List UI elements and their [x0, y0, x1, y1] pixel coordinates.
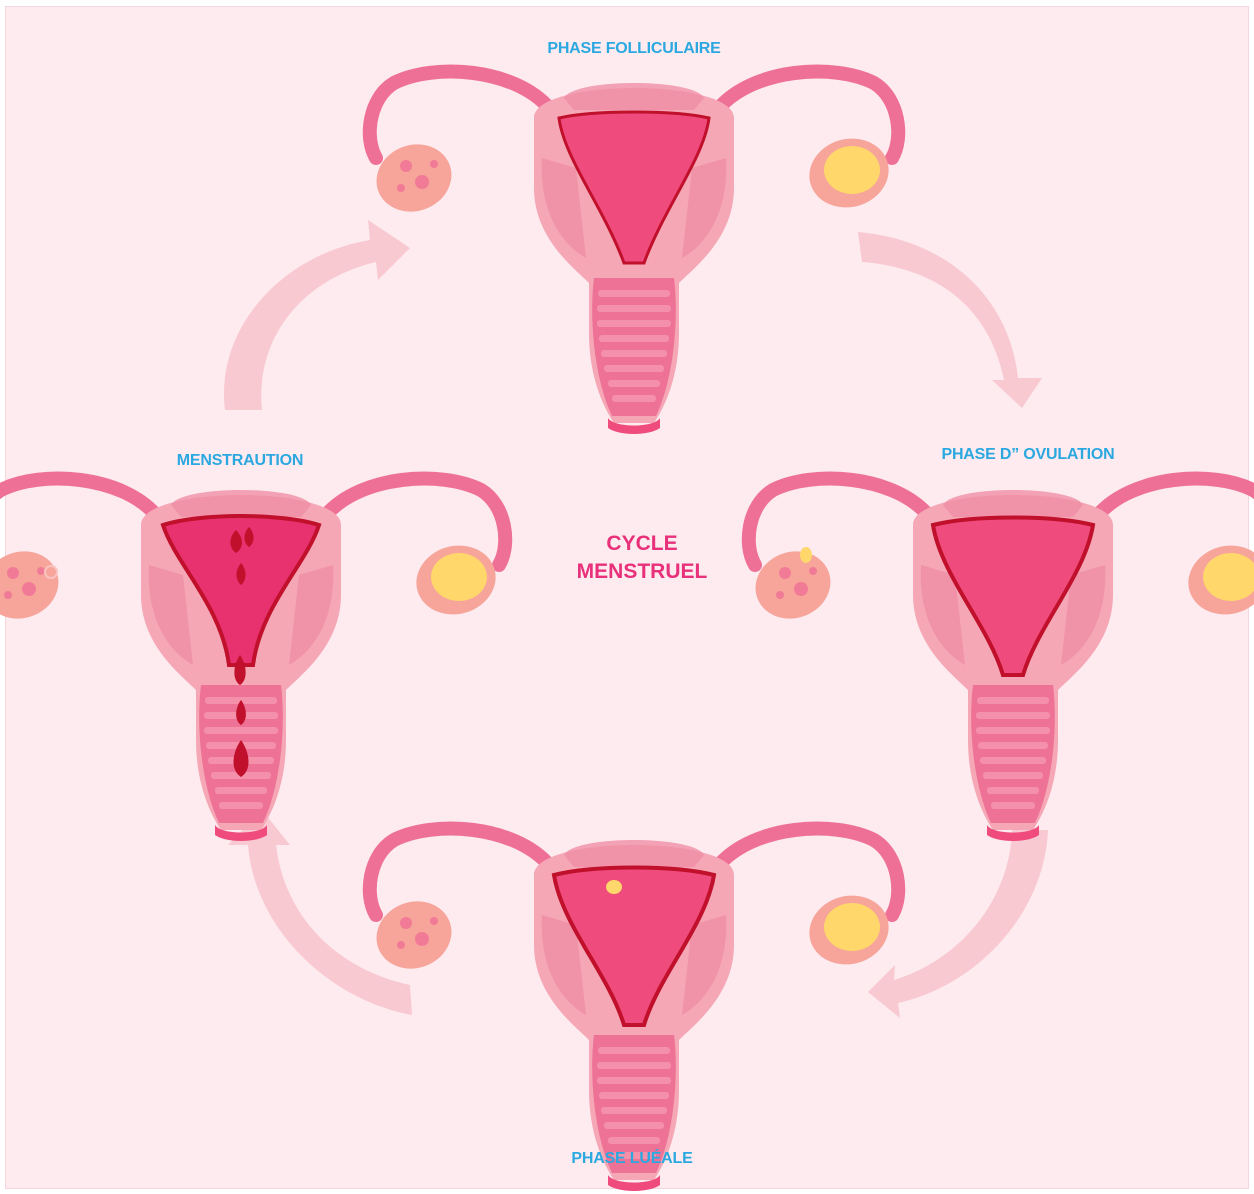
uterus-follicular [367, 72, 898, 434]
cycle-title: CYCLE MENSTRUEL [542, 530, 742, 586]
uterus-ovulation [746, 479, 1254, 841]
arrow-follicular-to-ovulation [858, 232, 1042, 408]
arrow-menstruation-to-follicular [224, 220, 410, 410]
cycle-title-line1: CYCLE [542, 530, 742, 558]
label-phase-luteal: PHASE LUÉALE [532, 1150, 732, 1168]
cycle-title-line2: MENSTRUEL [542, 558, 742, 586]
released-egg [800, 547, 812, 563]
implanted-egg [606, 880, 622, 894]
label-phase-ovulation: PHASE D” OVULATION [918, 446, 1138, 464]
label-menstruation: MENSTRAUTION [140, 452, 340, 470]
uterus-luteal [367, 829, 898, 1191]
uterus-menstruation [0, 479, 505, 841]
label-phase-follicular: PHASE FOLLICULAIRE [534, 40, 734, 58]
